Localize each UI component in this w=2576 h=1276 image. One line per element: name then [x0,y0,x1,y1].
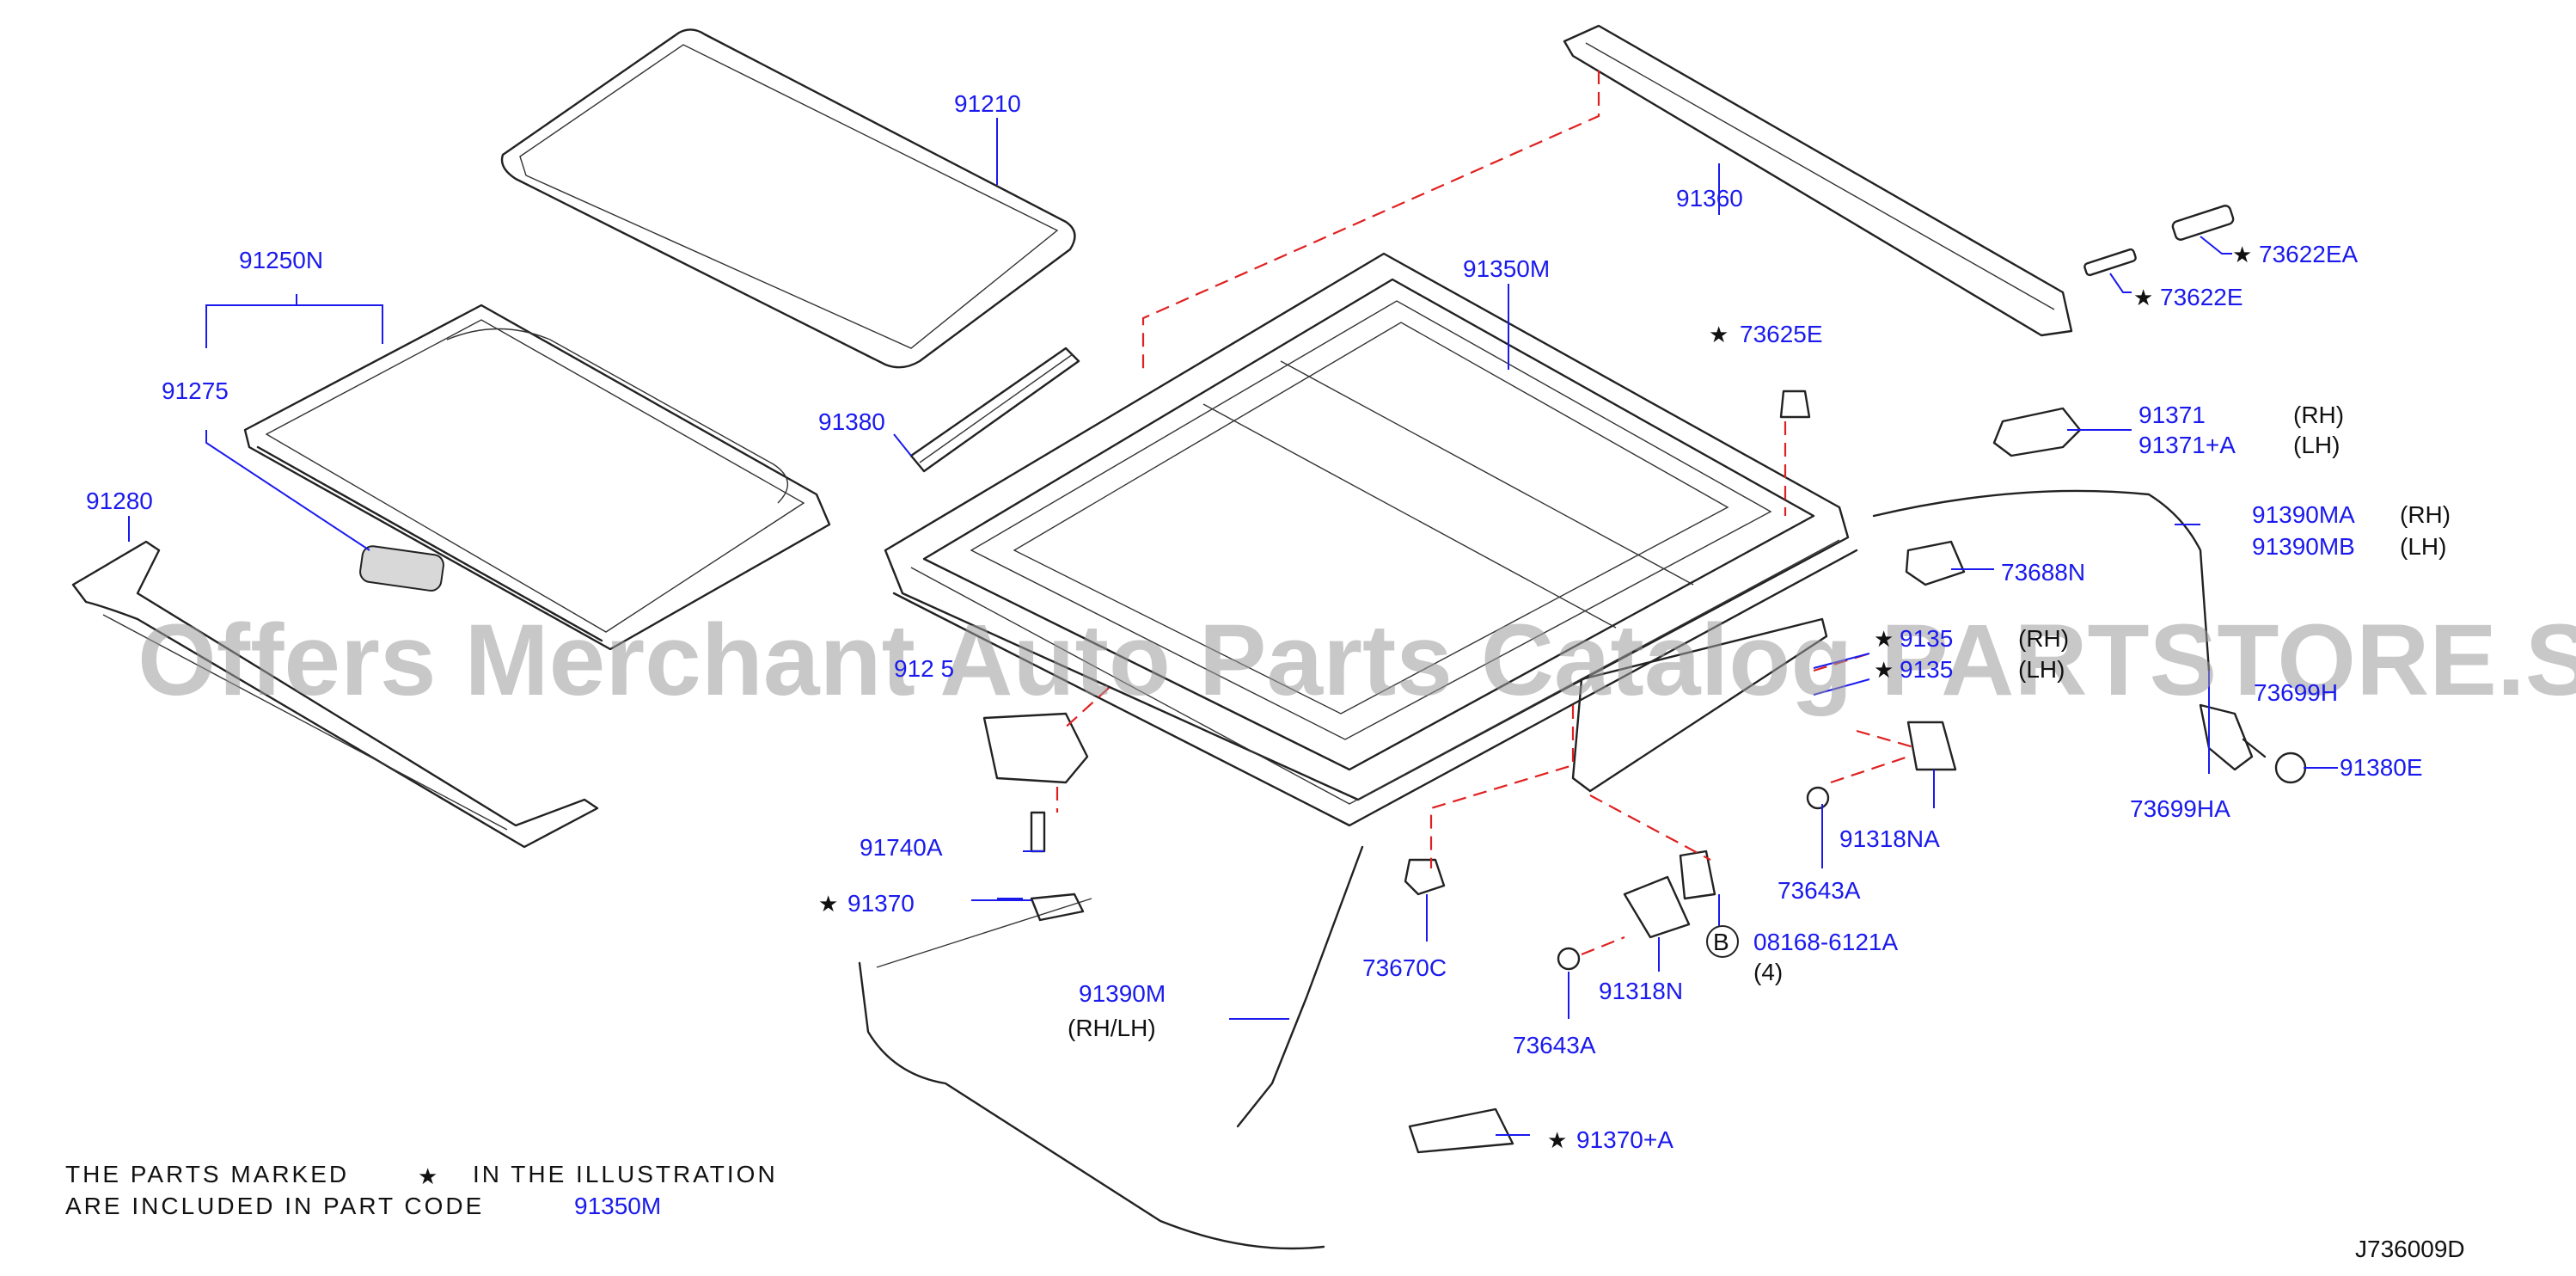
sunroof-frame-91350M [884,252,1858,827]
label-91740A[interactable]: 91740A [860,834,943,861]
label-73625E[interactable]: 73625E [1740,321,1823,347]
small-parts [858,205,2307,1250]
wind-deflector-91280 [71,540,599,849]
label-91318NA[interactable]: 91318NA [1839,825,1940,852]
note-line1-part1: THE PARTS MARKED [65,1161,349,1187]
label-91371[interactable]: 91371 [2139,402,2206,428]
leader-lines [128,118,2338,1136]
label-73622E[interactable]: 73622E [2160,284,2243,310]
label-91210[interactable]: 91210 [954,90,1021,117]
label-91371A[interactable]: 91371+A [2139,432,2236,458]
label-91265[interactable]: 912 5 [894,655,954,682]
label-91370A[interactable]: 91370+A [1576,1126,1673,1153]
star-9135-lh: ★ [1874,658,1894,684]
label-9135-lh[interactable]: 9135 [1900,656,1953,683]
label-73622EA[interactable]: 73622EA [2259,241,2359,267]
note-star: ★ [418,1164,437,1190]
label-91380E[interactable]: 91380E [2340,754,2423,781]
seal-strip-91380 [909,347,1080,473]
label-lh-91371: (LH) [2293,432,2340,458]
label-rh-91371: (RH) [2293,402,2344,428]
watermark: Offers Merchant Auto Parts Catalog PARTS… [138,604,2576,717]
note-line1-part2: IN THE ILLUSTRATION [473,1161,778,1187]
rear-rail-91360 [1563,24,2073,337]
label-91390M[interactable]: 91390M [1079,980,1166,1007]
label-91280[interactable]: 91280 [86,488,153,514]
diagram-id: J736009D [2355,1236,2465,1262]
bolt-callout-circle [1706,925,1739,958]
label-qty-4: (4) [1753,959,1783,985]
label-73670C[interactable]: 73670C [1362,954,1447,981]
dashed-guides [1055,71,1918,956]
star-73622E: ★ [2133,285,2153,311]
sunshade-91250N [243,304,831,651]
label-91390MA[interactable]: 91390MA [2252,501,2355,528]
label-91250N[interactable]: 91250N [239,247,323,273]
label-08168-6121A[interactable]: 08168-6121A [1753,929,1898,955]
label-lh-91390MB: (LH) [2400,533,2446,560]
star-73622EA: ★ [2232,242,2252,268]
note-line2: ARE INCLUDED IN PART CODE [65,1193,484,1219]
label-91390MB[interactable]: 91390MB [2252,533,2355,560]
star-73625E: ★ [1709,322,1729,348]
label-rh-91390MA: (RH) [2400,501,2451,528]
label-73643A-right[interactable]: 73643A [1778,877,1861,904]
label-73643A-left[interactable]: 73643A [1513,1032,1596,1058]
label-9135-rh[interactable]: 9135 [1900,625,1953,652]
label-73699HA[interactable]: 73699HA [2130,795,2230,822]
label-91370[interactable]: 91370 [847,890,915,917]
star-91370: ★ [818,892,838,917]
glass-panel-91210 [500,28,1076,369]
label-rh-9135: (RH) [2018,625,2069,652]
label-73699H[interactable]: 73699H [2254,679,2338,706]
note-part-code[interactable]: 91350M [574,1193,661,1219]
label-91275[interactable]: 91275 [162,377,229,404]
label-lh-9135: (LH) [2018,656,2065,683]
star-9135-rh: ★ [1874,627,1894,653]
label-91360[interactable]: 91360 [1676,185,1743,212]
label-91350M[interactable]: 91350M [1463,255,1550,282]
label-73688N[interactable]: 73688N [2001,559,2085,586]
label-rh-lh-91390M: (RH/LH) [1068,1015,1156,1041]
label-91318N[interactable]: 91318N [1599,978,1683,1004]
star-91370A: ★ [1547,1128,1567,1154]
label-91380[interactable]: 91380 [818,408,885,435]
label-b-mark: B [1713,929,1729,955]
